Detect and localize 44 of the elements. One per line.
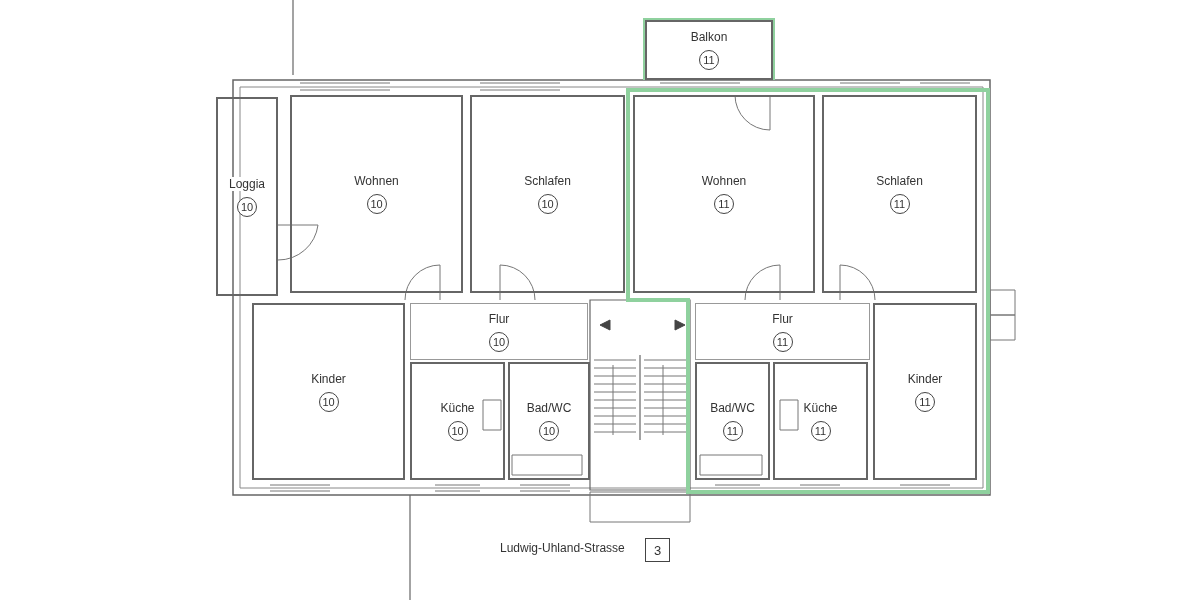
room-outline (508, 362, 590, 480)
house-number: 3 (645, 538, 670, 562)
street-name: Ludwig-Uhland-Strasse (500, 541, 625, 555)
hallway-outline (695, 303, 870, 360)
room-name: Schlafen (876, 174, 923, 188)
room-name: Küche (440, 401, 475, 415)
room-name: Bad/WC (710, 401, 755, 415)
room-outline (410, 362, 505, 480)
apartment-number: 10 (539, 421, 559, 441)
room-name: Kinder (907, 371, 943, 386)
room-name: Schlafen (524, 174, 571, 188)
room-name: Wohnen (354, 174, 399, 188)
apartment-number: 10 (537, 194, 558, 214)
room-name: Flur (772, 311, 793, 326)
room-outline (216, 97, 278, 296)
room-name: Küche (803, 401, 838, 415)
room-outline (645, 20, 773, 80)
apartment-number: 11 (722, 421, 743, 441)
apartment-number: 10 (237, 196, 257, 217)
apartment-number: 10 (447, 421, 468, 441)
room-outline (290, 95, 463, 293)
apartment-number: 11 (714, 194, 734, 214)
apartment-number: 10 (489, 331, 509, 352)
room-name: Flur (488, 311, 510, 326)
room-outline (252, 303, 405, 480)
apartment-number: 11 (810, 421, 831, 441)
room-outline (470, 95, 625, 293)
room-outline (873, 303, 977, 480)
apartment-number: 11 (772, 331, 793, 352)
hallway-outline (410, 303, 588, 360)
room-name: Wohnen (701, 174, 747, 188)
room-outline (822, 95, 977, 293)
room-name: Bad/WC (526, 401, 572, 415)
apartment-number: 10 (318, 391, 339, 412)
apartment-number: 10 (366, 194, 387, 214)
room-name: Kinder (311, 371, 346, 386)
room-outline (773, 362, 868, 480)
room-outline (633, 95, 815, 293)
apartment-number: 11 (915, 391, 935, 412)
room-name: Balkon (690, 30, 728, 44)
apartment-number: 11 (699, 50, 719, 70)
room-outline (695, 362, 770, 480)
apartment-number: 11 (889, 194, 910, 214)
room-name: Loggia (228, 176, 265, 191)
